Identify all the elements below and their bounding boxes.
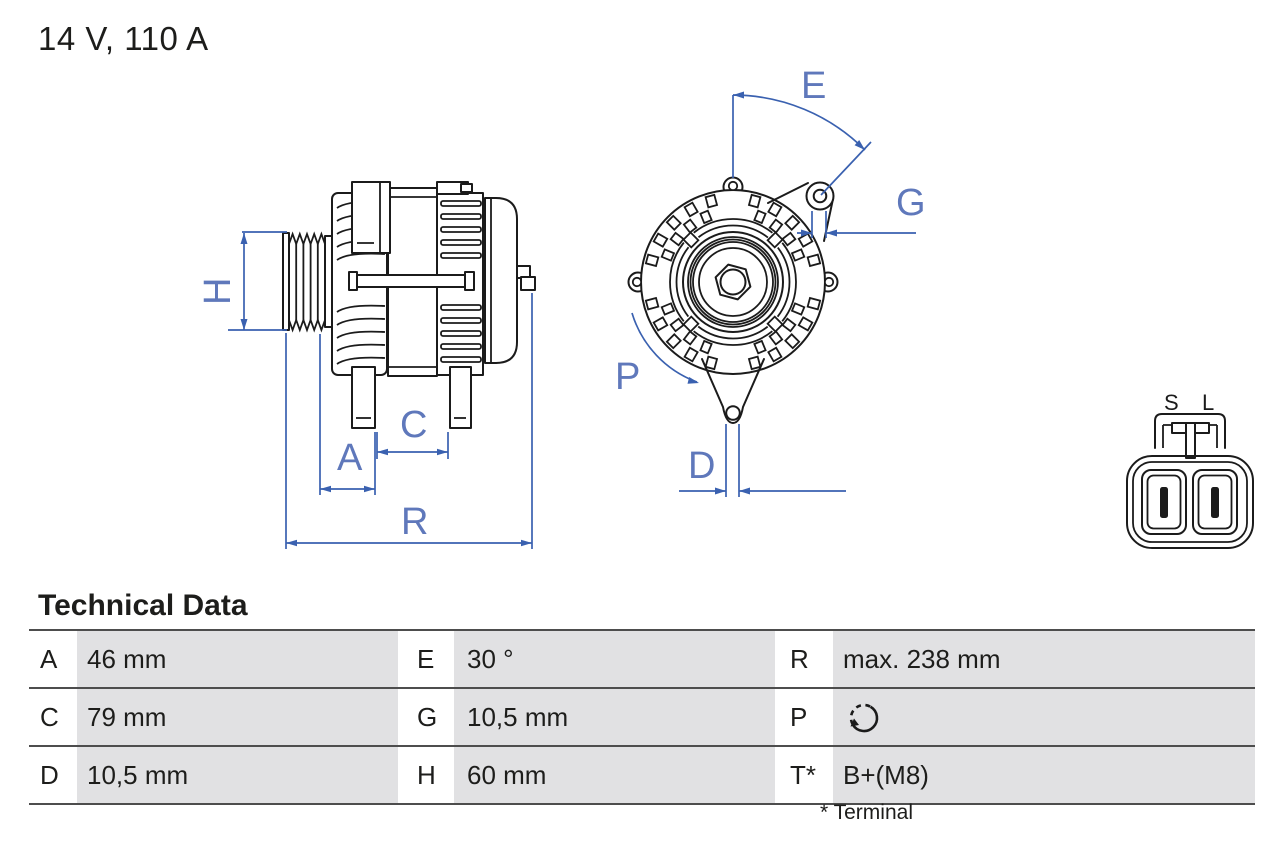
dim-key: A — [29, 631, 77, 687]
dim-label-e: E — [801, 65, 826, 107]
table-row: D 10,5 mm H 60 mm T* B+(M8) — [29, 745, 1255, 803]
dim-value: max. 238 mm — [833, 631, 1255, 687]
pin-slot-l — [1211, 487, 1219, 518]
rear-cover — [484, 197, 518, 364]
top-mounting-lug — [351, 181, 473, 254]
alternator-technical-drawing: S L H — [197, 65, 1254, 549]
shaft-nut — [714, 263, 752, 301]
dim-label-r: R — [401, 501, 428, 543]
connector-body — [1126, 455, 1254, 549]
technical-data-heading: Technical Data — [38, 589, 248, 622]
page-title: 14 V, 110 A — [38, 20, 209, 57]
side-view — [282, 181, 536, 429]
dim-value: B+(M8) — [833, 747, 1255, 803]
dim-value: 60 mm — [454, 747, 775, 803]
table-row: A 46 mm E 30 ° R max. 238 mm — [29, 629, 1255, 687]
dim-key: P — [775, 689, 833, 745]
dim-label-h: H — [197, 278, 239, 305]
pulley — [282, 231, 333, 333]
b-plus-terminal — [516, 265, 536, 291]
dim-value: 79 mm — [77, 689, 398, 745]
dim-value: 46 mm — [77, 631, 398, 687]
dim-key: T* — [775, 747, 833, 803]
dim-value-rotation — [833, 689, 1255, 745]
bottom-mounting-feet — [351, 366, 472, 429]
dim-key: H — [398, 747, 454, 803]
connector-latch — [1154, 413, 1226, 459]
pin-label-l: L — [1202, 390, 1214, 415]
dim-label-d: D — [688, 445, 715, 487]
dim-key: E — [398, 631, 454, 687]
pin-slot-s — [1160, 487, 1168, 518]
dim-key: C — [29, 689, 77, 745]
dim-key: D — [29, 747, 77, 803]
dim-label-p: P — [615, 356, 640, 398]
dim-label-c: C — [400, 404, 427, 446]
vent-slots — [644, 193, 822, 371]
dim-value: 10,5 mm — [454, 689, 775, 745]
rotation-direction-icon — [849, 703, 879, 733]
rear-housing-fins — [440, 200, 482, 363]
bottom-bracket — [701, 358, 765, 424]
dim-key: G — [398, 689, 454, 745]
connector-view: S L — [1126, 390, 1254, 549]
dim-key: R — [775, 631, 833, 687]
dim-value: 30 ° — [454, 631, 775, 687]
terminal-footnote: * Terminal — [820, 801, 913, 824]
technical-data-table: A 46 mm E 30 ° R max. 238 mm C 79 mm G 1… — [29, 629, 1255, 805]
dim-value: 10,5 mm — [77, 747, 398, 803]
dim-label-g: G — [896, 182, 926, 224]
dim-label-a: A — [337, 437, 363, 479]
pin-label-s: S — [1164, 390, 1179, 415]
table-row: C 79 mm G 10,5 mm P — [29, 687, 1255, 745]
front-view — [627, 176, 839, 424]
dimension-lines: H A C R E G — [197, 65, 926, 549]
